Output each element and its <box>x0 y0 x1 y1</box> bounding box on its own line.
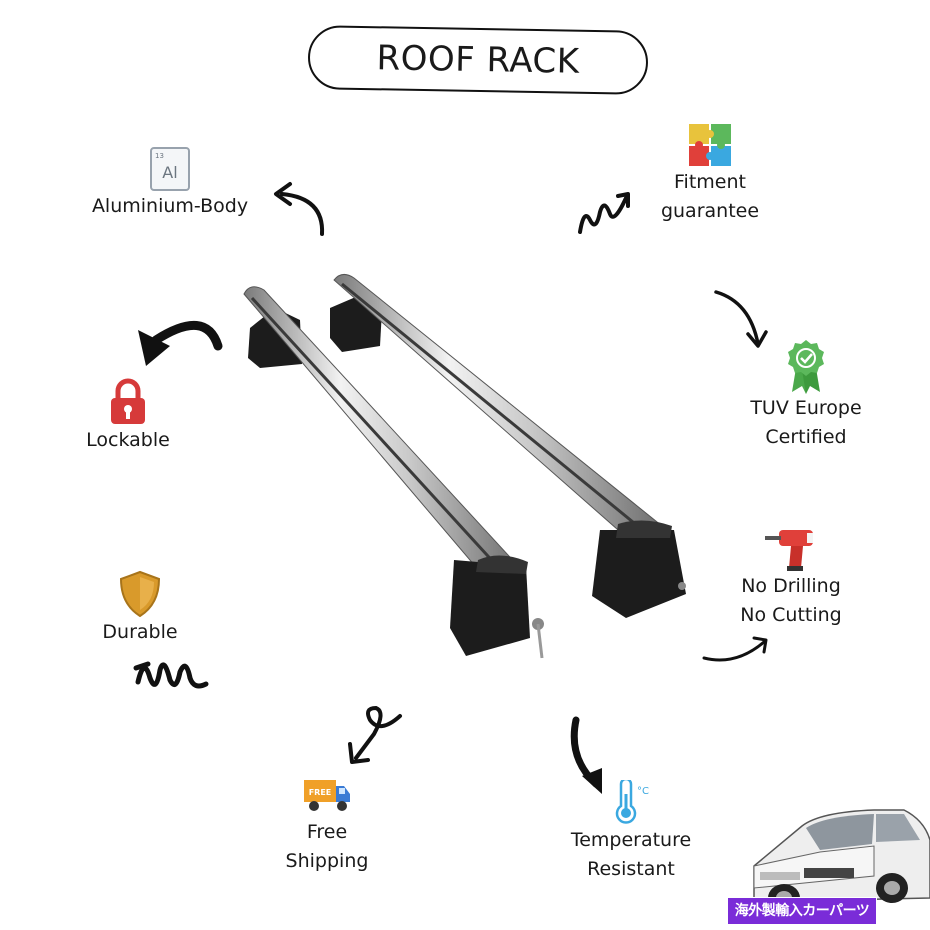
padlock-icon <box>111 378 145 424</box>
temperature-feature: °C Temperature Resistant <box>548 780 714 884</box>
temperature-unit: °C <box>637 786 649 797</box>
import-parts-banner: 海外製輸入カーパーツ <box>728 898 876 924</box>
delivery-truck-icon: FREE <box>304 780 350 811</box>
squiggle-arrow-fitment <box>578 192 630 234</box>
element-number: 13 <box>155 152 164 160</box>
drilling-label-line1: No Drilling <box>741 575 841 597</box>
curved-arrow-temperature <box>570 716 602 794</box>
tuv-feature: TUV Europe Certified <box>726 338 886 452</box>
curved-arrow-lockable <box>138 321 223 366</box>
drill-icon <box>765 530 813 571</box>
shield-icon <box>119 570 161 618</box>
curved-arrow-drilling <box>702 636 768 662</box>
tuv-label-line1: TUV Europe <box>750 397 862 419</box>
shipping-feature: FREE Free Shipping <box>272 776 382 876</box>
temperature-label-line1: Temperature <box>570 829 692 851</box>
aluminium-label: Aluminium-Body <box>91 195 249 217</box>
drilling-feature: No Drilling No Cutting <box>716 526 866 630</box>
temperature-label-line2: Resistant <box>587 858 675 880</box>
lockable-feature: Lockable <box>68 378 188 455</box>
tuv-label-line2: Certified <box>765 426 847 448</box>
certified-badge-icon <box>788 340 824 394</box>
fitment-label-line2: guarantee <box>660 200 760 222</box>
shipping-label-line1: Free <box>306 821 348 843</box>
element-symbol: Al <box>162 163 177 182</box>
aluminium-element-icon: 13 Al <box>150 147 190 191</box>
puzzle-icon <box>689 124 731 166</box>
loop-arrow-shipping <box>348 705 402 764</box>
fitment-feature: Fitment guarantee <box>630 122 790 226</box>
title-pill: ROOF RACK <box>307 25 649 95</box>
shipping-label-line2: Shipping <box>285 850 369 872</box>
durable-feature: Durable <box>82 570 198 647</box>
squiggle-durable <box>133 661 209 689</box>
curved-arrow-aluminium <box>274 182 325 236</box>
truck-free-text: FREE <box>309 788 332 797</box>
aluminium-feature: 13 Al Aluminium-Body <box>70 146 270 221</box>
curved-arrow-tuv <box>714 290 768 348</box>
page-title: ROOF RACK <box>376 38 580 82</box>
drilling-label-line2: No Cutting <box>740 604 842 626</box>
thermometer-icon: °C <box>615 780 649 824</box>
durable-label: Durable <box>102 621 178 643</box>
fitment-label-line1: Fitment <box>674 171 746 193</box>
roof-rack-image <box>243 274 686 659</box>
lockable-label: Lockable <box>86 429 170 451</box>
